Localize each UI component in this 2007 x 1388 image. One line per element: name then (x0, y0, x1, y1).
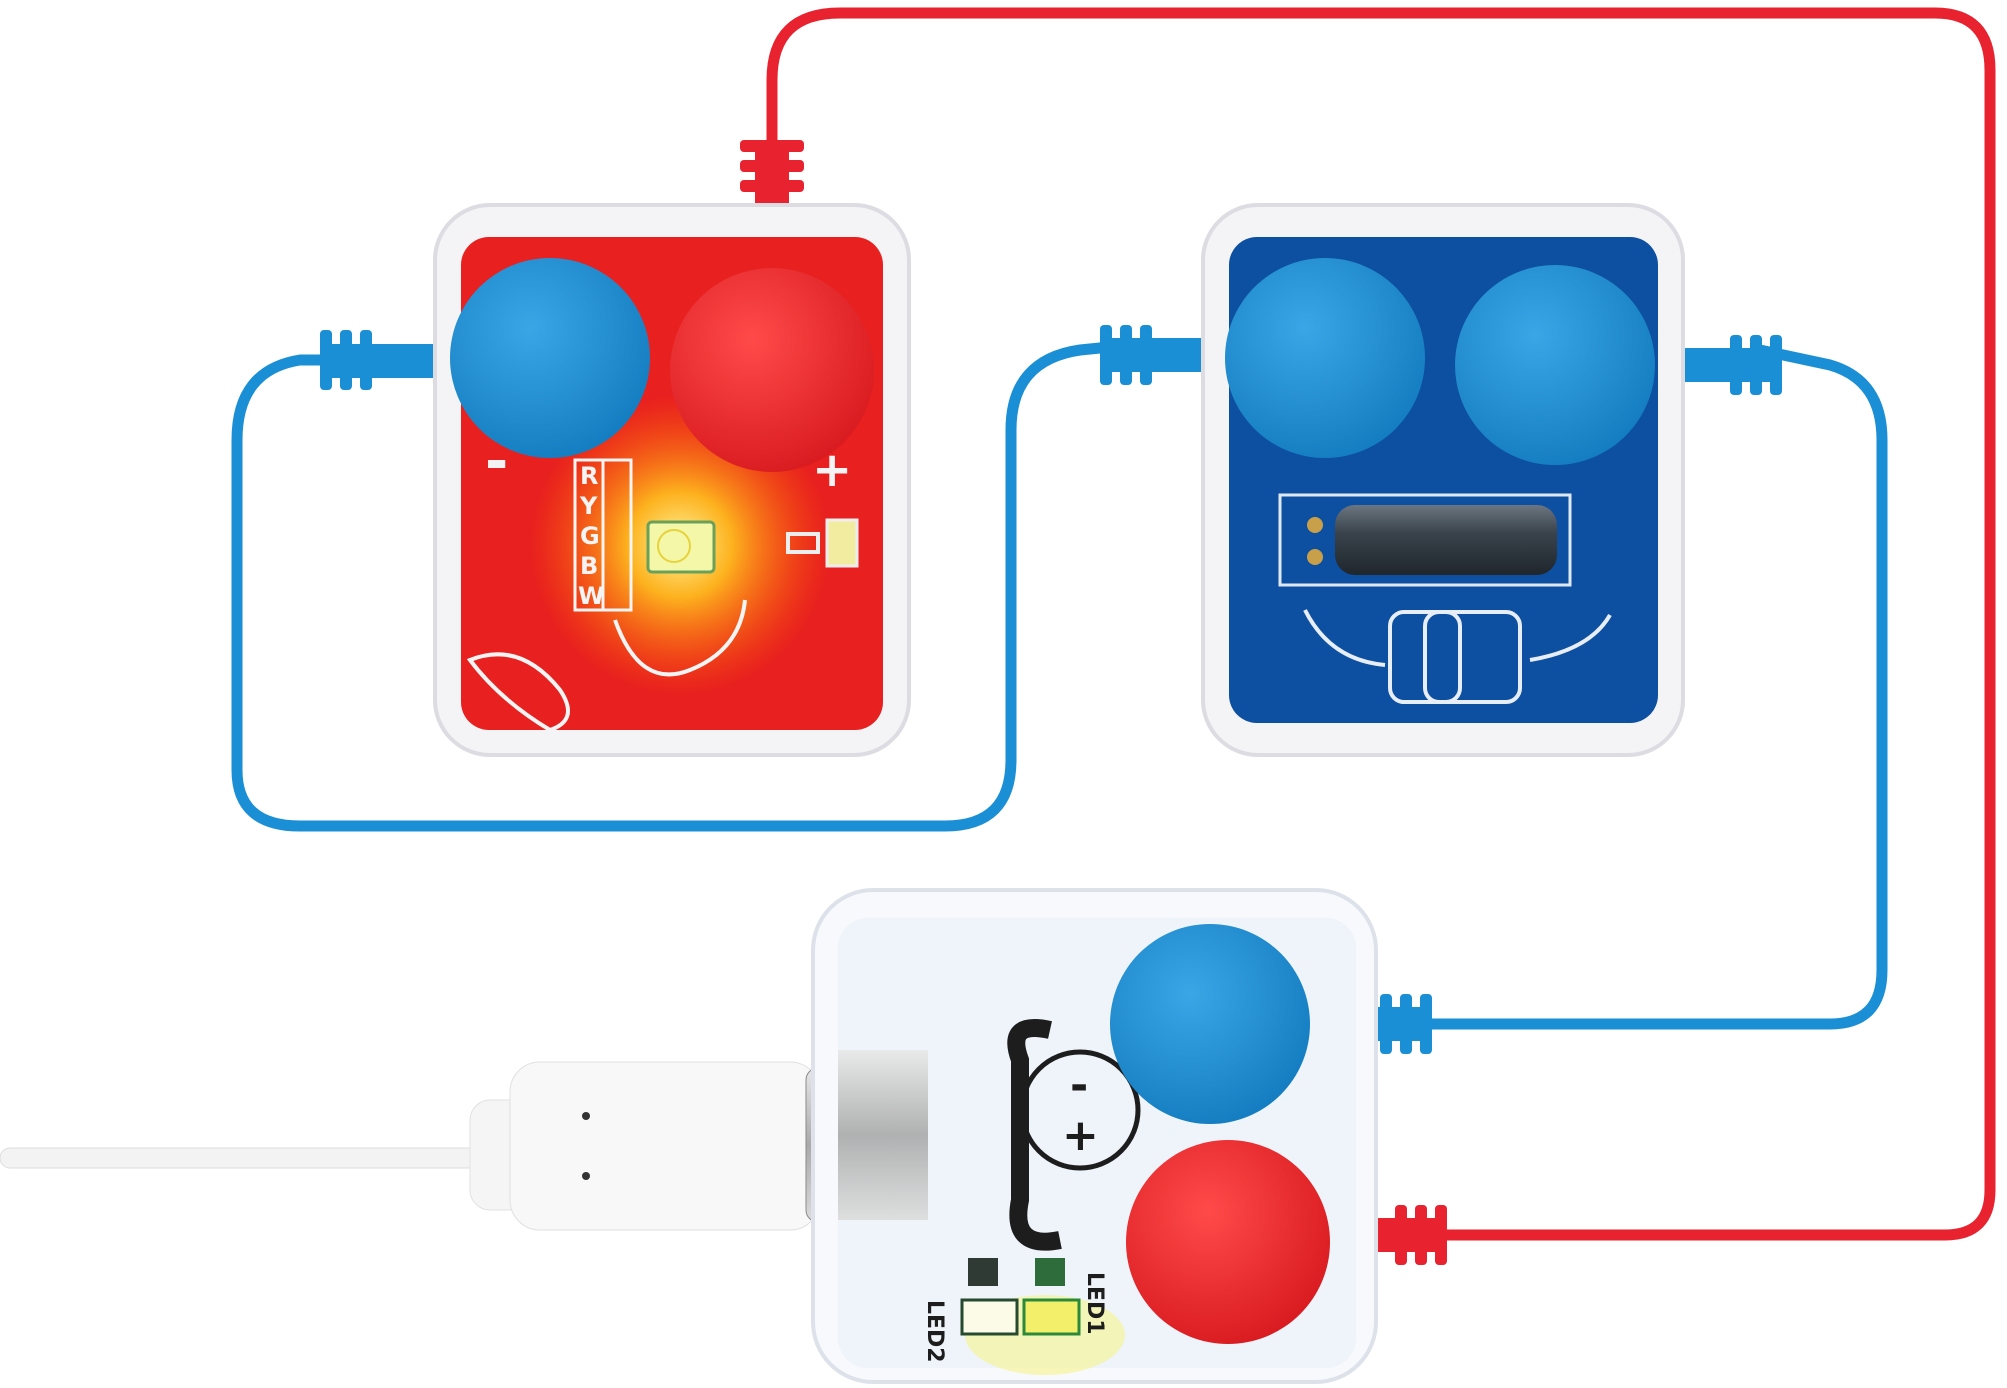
grid-label-w: W (578, 582, 604, 610)
blue-wire-1 (231, 339, 1131, 832)
grid-label-r: R (580, 462, 598, 490)
snap-button-red (670, 268, 874, 472)
grid-label-b: B (580, 552, 598, 580)
red-wire (766, 7, 1996, 1241)
vibration-motor (1335, 505, 1557, 575)
snap-button-blue (1455, 265, 1655, 465)
led1-label: LED1 (1082, 1272, 1107, 1335)
blue-wire-2 (1420, 344, 1888, 1030)
leaf-icon (466, 652, 570, 733)
battery-plus-label: + (1062, 1110, 1099, 1161)
grid-label-y: Y (579, 492, 598, 520)
led2-label: LED2 (922, 1300, 947, 1363)
usb-cable (0, 1061, 929, 1231)
grid-label-g: G (580, 522, 600, 550)
color-grid: R Y G B W (573, 458, 633, 612)
battery-minus-label: - (1070, 1060, 1088, 1111)
snap-button-blue (1110, 924, 1310, 1124)
snap-button-red (1126, 1140, 1330, 1344)
snap-button-blue (450, 258, 650, 458)
snap-button-blue (1225, 258, 1425, 458)
